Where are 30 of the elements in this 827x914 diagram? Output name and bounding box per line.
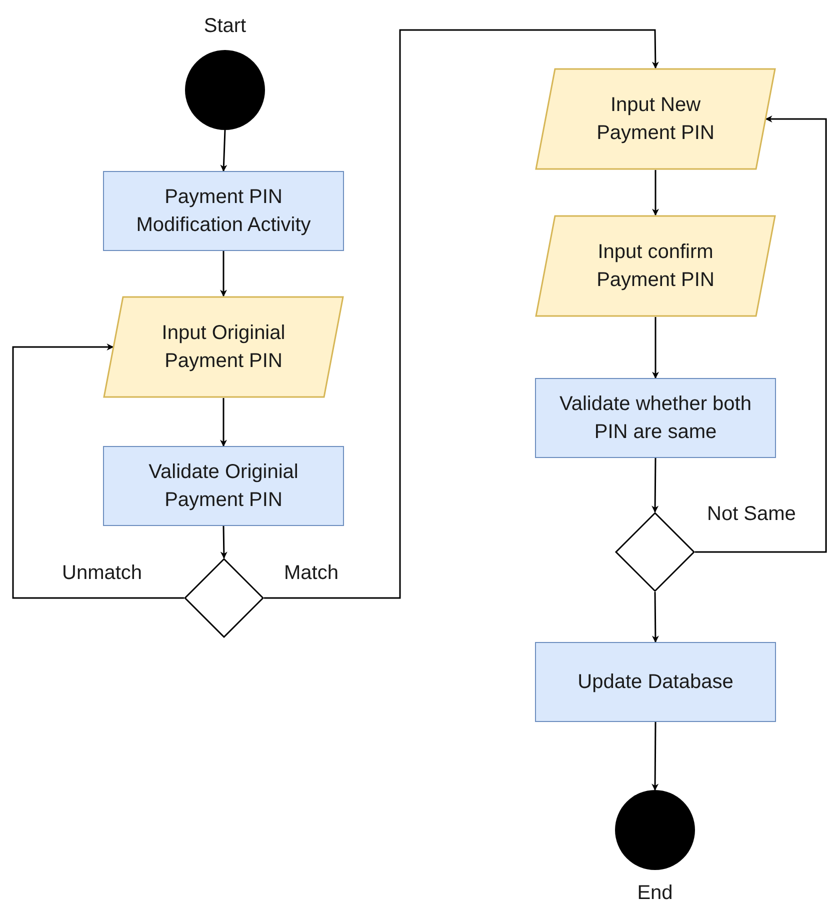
arrow [652,317,659,379]
arrow [652,458,659,513]
node-text: Validate whether both PIN are same [558,392,752,445]
process-box [103,171,344,251]
input-parallelogram [535,68,776,170]
process-box [535,378,776,458]
node-text: Input New Payment PIN [596,93,716,146]
decision-diamond [615,512,695,592]
node-text: Payment PIN Modification Activity [135,185,312,238]
arrow [652,592,659,643]
process-box [103,446,344,526]
arrow [652,170,659,216]
decision-diamond [184,558,264,638]
arrow [220,130,228,172]
process-box [535,642,776,722]
terminal-label: End [637,882,673,905]
terminal-label: Start [204,15,246,38]
node-text: Validate Originial Payment PIN [148,460,300,513]
arrow [12,344,184,599]
arrow [220,526,228,559]
input-parallelogram [103,296,344,398]
arrow [695,116,827,553]
arrow [220,251,227,297]
arrow [220,398,227,447]
node-text: Input Originial Payment PIN [160,321,286,374]
node-text: Input confirm Payment PIN [596,240,716,293]
arrow [264,29,659,599]
input-parallelogram [535,215,776,317]
node-text: Update Database [578,670,734,695]
arrow [652,722,659,791]
